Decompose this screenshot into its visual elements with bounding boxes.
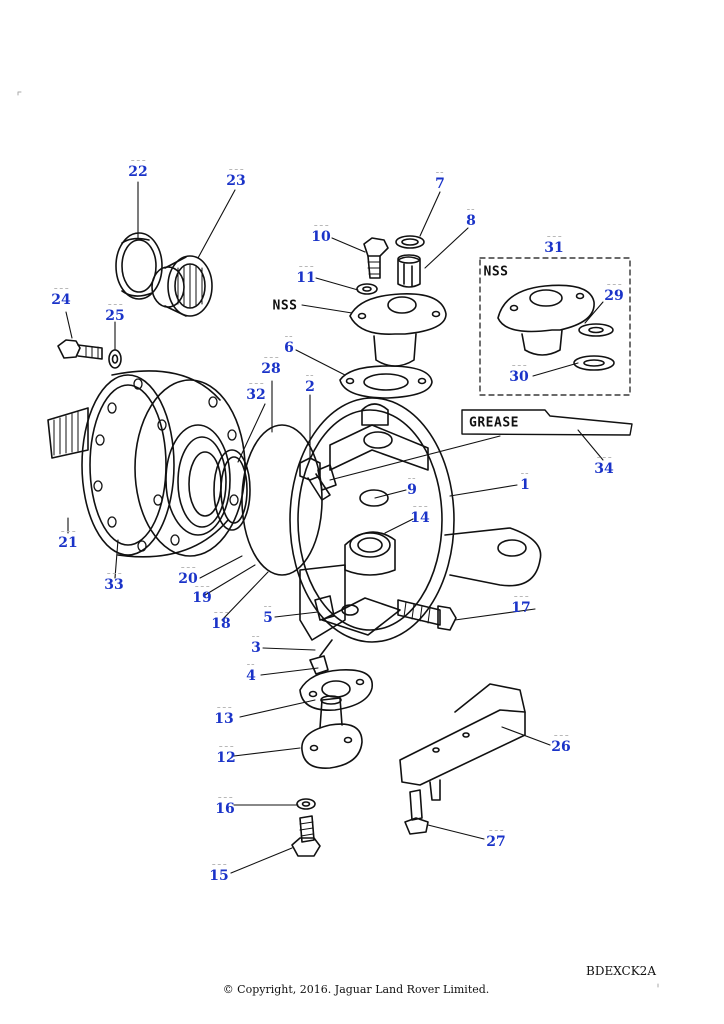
grease-label: GREASE [469, 415, 519, 431]
callout-2: 2 [305, 375, 315, 395]
washer-16 [296, 798, 316, 810]
callout-33: 33 [104, 573, 124, 593]
callout-34: 34 [594, 457, 614, 477]
callout-26: 26 [551, 735, 571, 755]
oil-seal-32 [213, 449, 251, 531]
callout-10: 10 [311, 225, 331, 245]
callout-11: 11 [296, 266, 316, 286]
bearing-cup-22 [115, 232, 163, 300]
callout-4: 4 [246, 664, 256, 684]
leader-lines [65, 181, 604, 874]
top-cap-nss [349, 293, 447, 367]
callout-18: 18 [211, 612, 231, 632]
bolt-27 [404, 789, 429, 835]
callout-15: 15 [209, 864, 229, 884]
diagram-reference-code: BDEXCK2A [586, 964, 656, 978]
hub-33 [47, 370, 246, 558]
gasket-6 [339, 365, 433, 399]
callout-25: 25 [105, 304, 125, 324]
callout-6: 6 [284, 336, 294, 356]
bush-8 [397, 254, 421, 288]
nss-label-main: NSS [272, 298, 298, 314]
bearing-7 [395, 235, 425, 249]
bolt-2 [299, 457, 331, 501]
nss-label-inset: NSS [483, 264, 509, 280]
callout-12: 12 [216, 746, 236, 766]
corner-mark-top-left [17, 91, 22, 96]
callout-23: 23 [226, 169, 246, 189]
bolt-17 [397, 599, 457, 631]
callout-7: 7 [435, 172, 445, 192]
screw-5 [314, 595, 335, 621]
nss-inset-box [479, 257, 631, 396]
plug-4 [309, 639, 333, 675]
callout-8: 8 [466, 209, 476, 229]
callout-29: 29 [604, 284, 624, 304]
callout-17: 17 [511, 596, 531, 616]
callout-3: 3 [251, 636, 261, 656]
callout-27: 27 [486, 830, 506, 850]
callout-32: 32 [246, 383, 266, 403]
bolt-10 [363, 237, 389, 279]
callout-20: 20 [178, 567, 198, 587]
callout-21: 21 [58, 531, 78, 551]
callout-28: 28 [261, 357, 281, 377]
washer-11 [356, 283, 378, 295]
roller-bearing-23 [151, 255, 213, 317]
grease-label-shape [461, 409, 633, 436]
callout-22: 22 [128, 160, 148, 180]
bolt-15 [291, 815, 321, 857]
washer-25 [108, 349, 122, 369]
copyright-notice: © Copyright, 2016. Jaguar Land Rover Lim… [222, 983, 490, 996]
callout-1: 1 [520, 473, 530, 493]
callout-16: 16 [215, 797, 235, 817]
bolt-24 [57, 339, 103, 360]
bracket-26 [399, 683, 526, 801]
callout-31: 31 [544, 236, 564, 256]
gasket-ring-28 [241, 424, 323, 576]
callout-5: 5 [263, 606, 273, 626]
callout-13: 13 [214, 707, 234, 727]
callout-24: 24 [51, 288, 71, 308]
callout-19: 19 [192, 586, 212, 606]
callout-14: 14 [410, 506, 430, 526]
swivel-pin-12 [301, 695, 363, 769]
callout-30: 30 [509, 365, 529, 385]
callout-9: 9 [407, 478, 417, 498]
